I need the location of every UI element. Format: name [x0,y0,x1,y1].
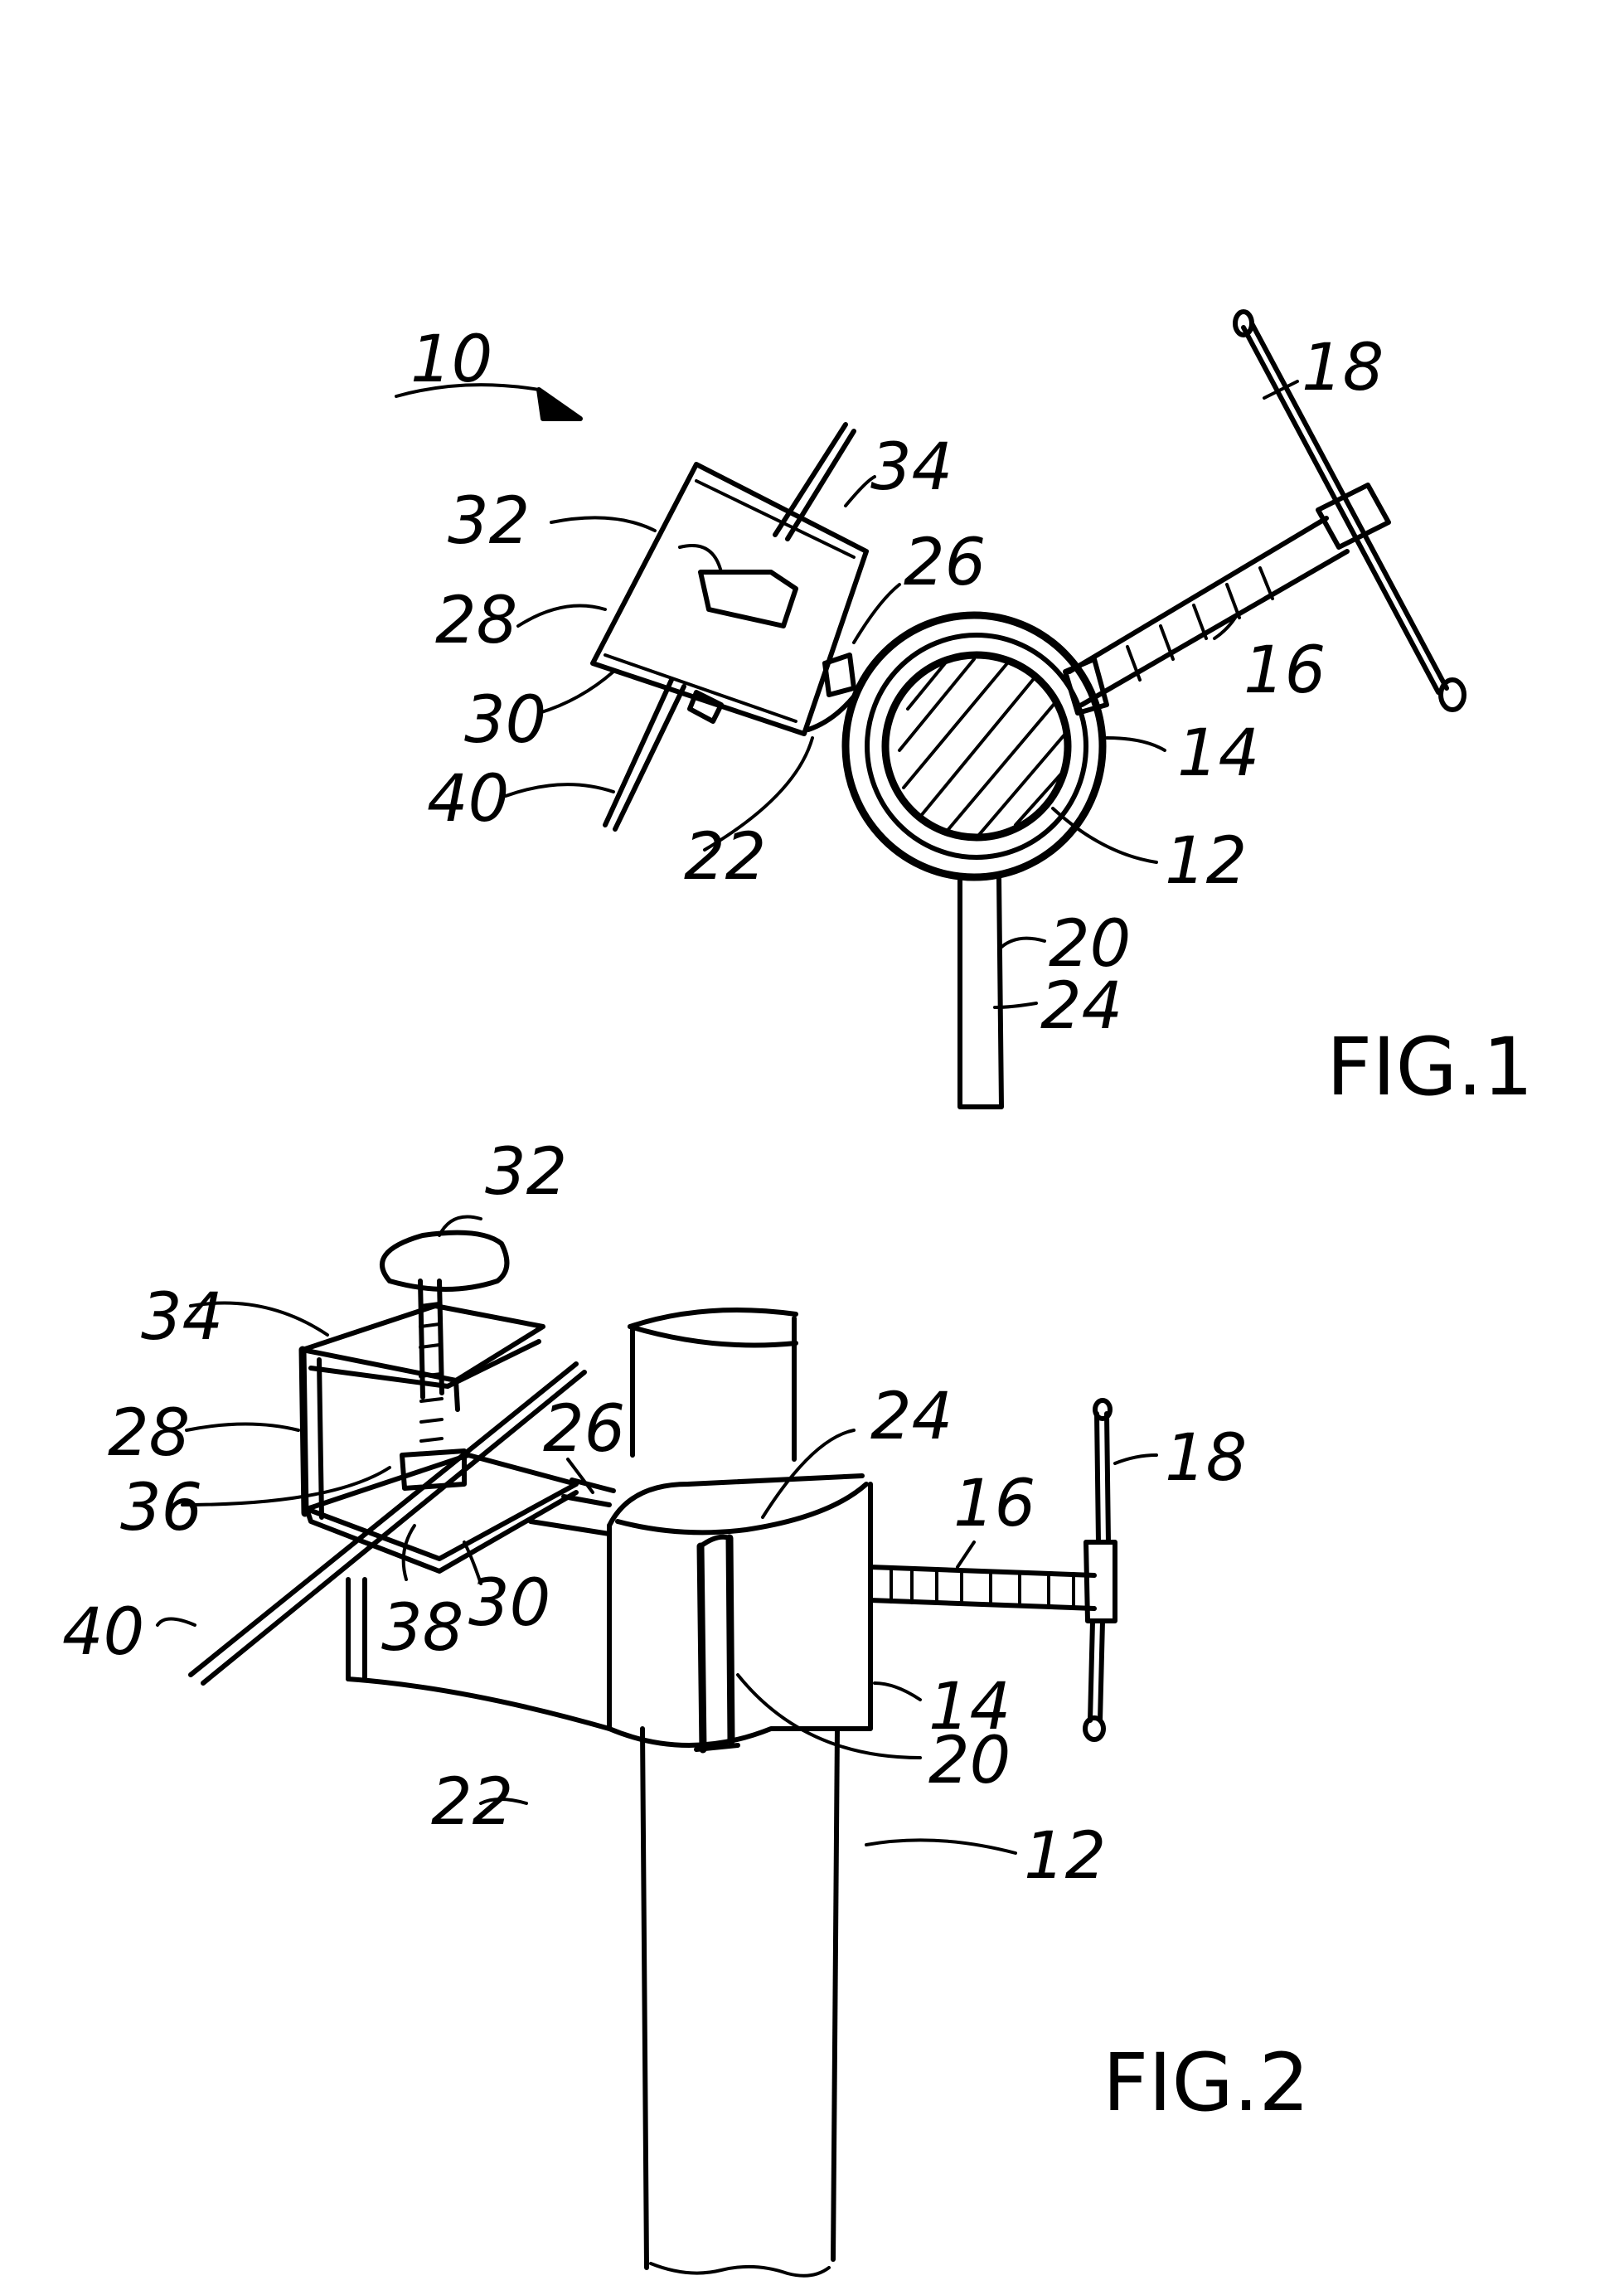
ref-40: 40 [427,762,509,837]
fig1-reference-numerals: 10 32 34 26 28 30 40 22 18 16 14 12 20 2… [410,323,1384,1044]
ref-16: 16 [1243,633,1326,708]
tension-strap [870,1567,1094,1608]
tension-strap [1065,485,1389,713]
figure-2: 32 34 28 36 40 38 30 26 24 16 18 14 20 2… [62,1135,1310,2276]
ref-26: 26 [543,1392,625,1467]
ref-30: 30 [464,683,546,758]
ref-34: 34 [141,1280,223,1355]
ref-28: 28 [108,1396,190,1471]
ref-26: 26 [904,526,986,600]
ref-12: 12 [1024,1819,1106,1894]
ref-16: 16 [953,1467,1035,1541]
figure-1-caption: FIG.1 [1326,1021,1534,1114]
figure-1: 10 32 34 26 28 30 40 22 18 16 14 12 20 2… [396,312,1534,1114]
ref-12: 12 [1165,824,1247,899]
pole-collar [609,1476,870,1749]
ref-18: 18 [1302,331,1384,405]
ref-14: 14 [1177,716,1259,791]
fig2-reference-numerals: 32 34 28 36 40 38 30 26 24 16 18 14 20 2… [62,1135,1247,1894]
ref-22: 22 [684,820,766,895]
ref-34: 34 [870,430,953,505]
ref-32: 32 [448,484,530,559]
clamp-block [593,425,866,829]
tension-handle [1085,1400,1115,1739]
pole-cross-section [846,615,1103,877]
ref-40: 40 [62,1595,144,1670]
ref-22: 22 [431,1765,513,1840]
mount-bar [960,877,1001,1107]
ref-36: 36 [120,1471,202,1545]
ref-28: 28 [435,584,517,658]
ref-20: 20 [928,1724,1011,1798]
figure-2-caption: FIG.2 [1103,2036,1310,2129]
ref-32: 32 [485,1135,567,1210]
pole [630,1310,837,2276]
ref-38: 38 [381,1591,463,1666]
ref-10: 10 [410,323,492,397]
ref-24: 24 [1040,969,1122,1044]
ref-18: 18 [1165,1421,1247,1496]
ref-30: 30 [468,1566,550,1641]
ref-24: 24 [870,1380,953,1454]
